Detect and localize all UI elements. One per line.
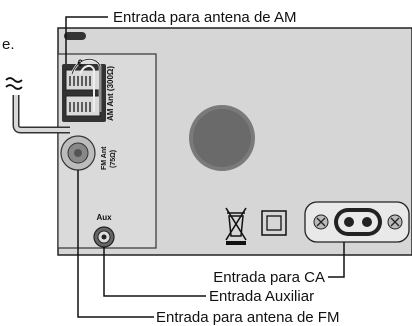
ac-socket	[304, 201, 410, 243]
ac-socket-icon	[334, 208, 382, 236]
svg-text:€: €	[77, 58, 82, 68]
fm-ant-label: FM Ant	[101, 146, 108, 170]
ac-input-callout: Entrada para CA	[213, 269, 325, 286]
screw-icon	[387, 214, 403, 230]
am-ant-label: AM Ant (300Ω)	[106, 66, 115, 121]
fm-antenna-callout: Entrada para antena de FM	[156, 309, 339, 326]
fm-ohm-label: (75Ω)	[110, 150, 117, 168]
top-left-text: e.	[2, 36, 15, 53]
wave-symbol-icon	[5, 77, 23, 90]
double-square-icon	[261, 210, 287, 236]
aux-input-callout: Entrada Auxiliar	[209, 288, 314, 305]
speaker-port	[189, 105, 255, 171]
crossed-bin-icon	[225, 207, 247, 245]
chassis-slot	[64, 32, 86, 40]
am-antenna-callout: Entrada para antena de AM	[113, 9, 296, 26]
fm-antenna-jack	[60, 135, 96, 171]
aux-label: Aux	[96, 213, 112, 222]
callout-lines	[65, 16, 345, 318]
aux-jack	[93, 226, 115, 248]
am-antenna-terminal: €	[62, 58, 106, 122]
screw-icon	[313, 214, 329, 230]
fm-antenna-cable	[12, 95, 70, 134]
